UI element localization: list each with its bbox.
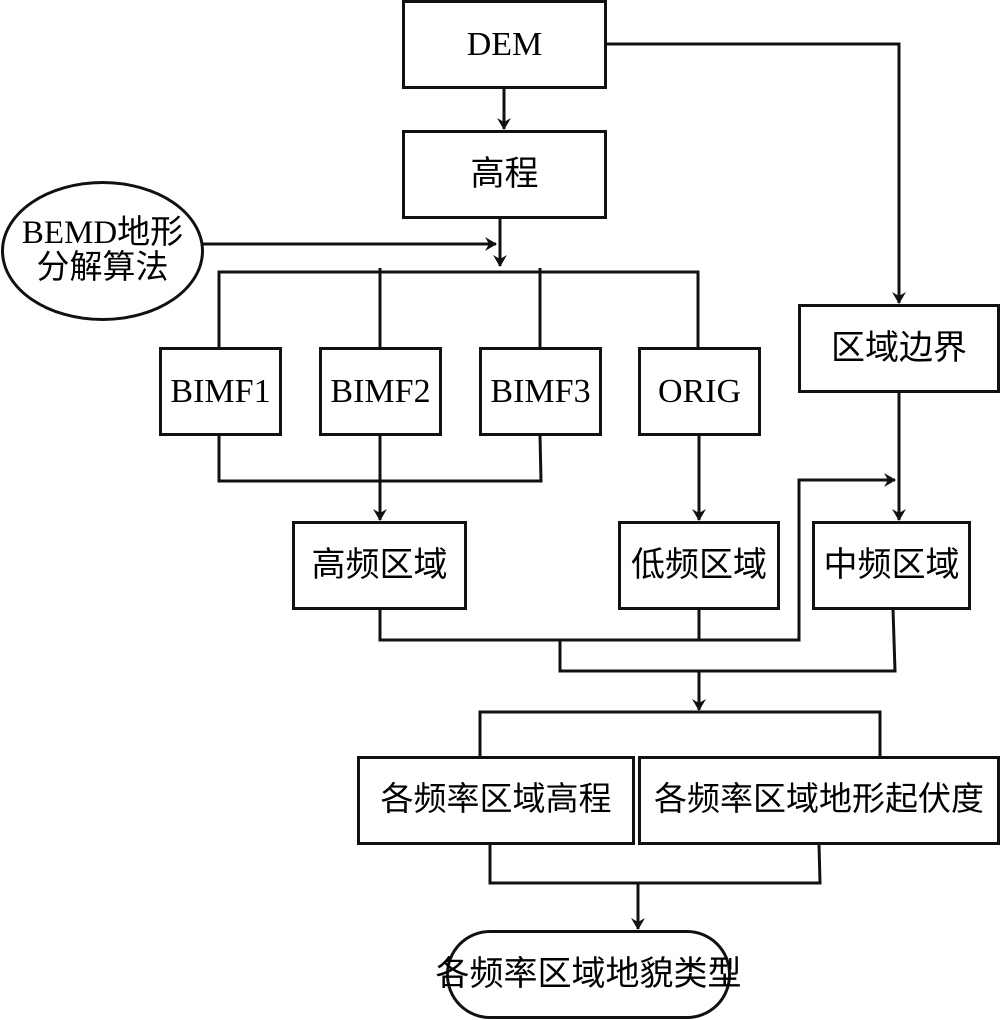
node-low-freq-region: 低频区域 — [618, 521, 780, 610]
node-bemd-algorithm: BEMD地形 分解算法 — [1, 181, 204, 321]
node-elevation: 高程 — [402, 130, 607, 219]
node-dem: DEM — [402, 0, 607, 89]
node-orig-label: ORIG — [657, 372, 742, 410]
node-orig: ORIG — [638, 347, 761, 436]
node-landform-types-label: 各频率区域地貌类型 — [435, 955, 742, 993]
node-bemd-label-line2: 分解算法 — [36, 250, 169, 286]
node-bemd-label-line1: BEMD地形 — [21, 215, 184, 252]
node-high-freq-label: 高频区域 — [311, 546, 448, 584]
node-bimf2: BIMF2 — [319, 347, 442, 436]
edge-dem-boundary — [606, 42, 906, 304]
node-landform-types: 各频率区域地貌类型 — [436, 930, 742, 1019]
node-mid-freq-label: 中频区域 — [823, 546, 960, 584]
all-freq-merge-bus — [558, 608, 897, 673]
final-merge-bus — [488, 843, 822, 885]
node-region-boundary-label: 区域边界 — [831, 329, 967, 367]
node-dem-label: DEM — [466, 25, 543, 63]
node-freq-relief-label: 各频率区域地形起伏度 — [654, 782, 984, 819]
node-elevation-label: 高程 — [470, 155, 539, 193]
split-bus — [217, 270, 700, 348]
node-region-boundary: 区域边界 — [798, 304, 1000, 393]
node-bimf1: BIMF1 — [159, 347, 282, 436]
node-high-freq-region: 高频区域 — [292, 521, 467, 610]
node-bimf1-label: BIMF1 — [170, 372, 271, 410]
node-bimf2-label: BIMF2 — [330, 372, 431, 410]
node-low-freq-label: 低频区域 — [631, 546, 767, 584]
node-mid-freq-region: 中频区域 — [812, 521, 971, 610]
node-freq-elevation-label: 各频率区域高程 — [380, 782, 612, 819]
high-low-merge-bus — [378, 473, 896, 642]
node-bimf3: BIMF3 — [479, 347, 602, 436]
split2-bus — [478, 710, 882, 757]
node-bimf3-label: BIMF3 — [490, 372, 591, 410]
node-freq-region-elevation: 各频率区域高程 — [357, 756, 635, 845]
node-freq-region-relief: 各频率区域地形起伏度 — [638, 756, 1000, 845]
